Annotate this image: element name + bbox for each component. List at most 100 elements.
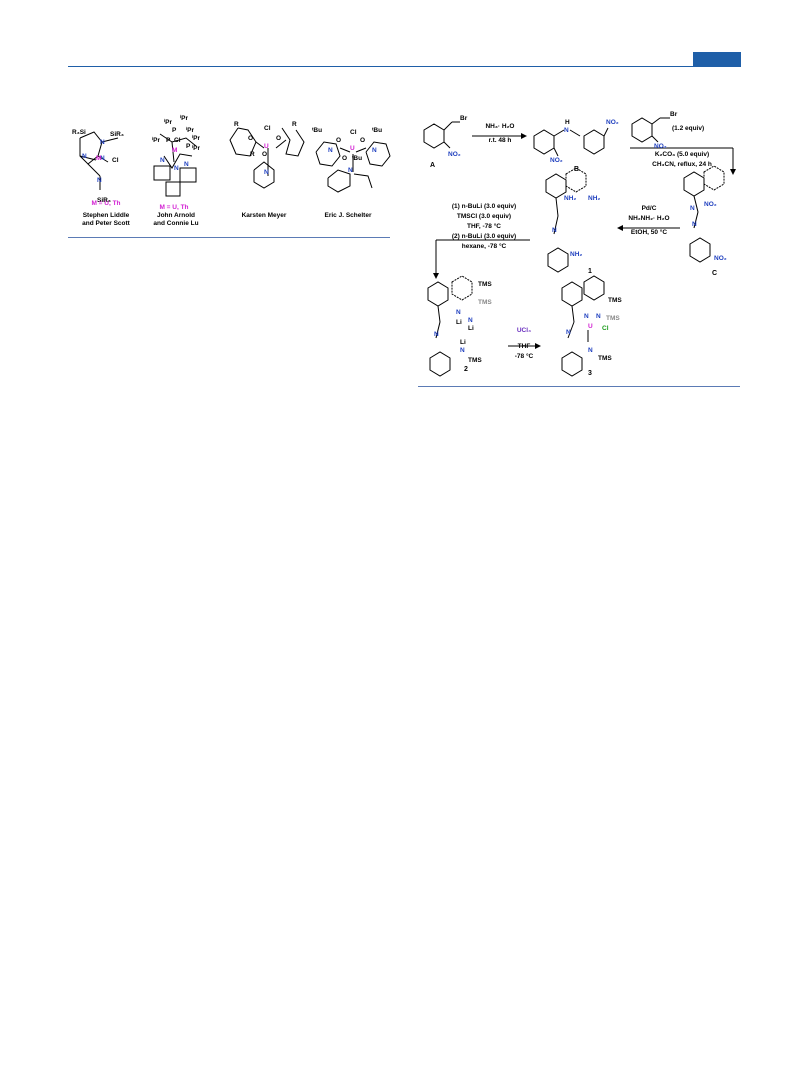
svg-text:N: N (690, 205, 695, 212)
svg-text:P: P (186, 143, 191, 150)
condition-line: (1) n-BuLi (3.0 equiv) (451, 203, 517, 210)
svg-text:N: N (564, 127, 569, 134)
svg-text:N: N (434, 331, 439, 338)
svg-text:N: N (692, 221, 697, 228)
compound-2-label: 2 (464, 366, 468, 373)
svg-text:N: N (97, 177, 102, 184)
svg-text:M: M (172, 147, 177, 154)
svg-text:Li: Li (456, 319, 462, 326)
svg-text:NH₂: NH₂ (564, 195, 576, 202)
svg-text:N: N (468, 317, 473, 324)
svg-text:R: R (234, 121, 239, 128)
compound-A-label: A (430, 162, 436, 169)
svg-text:ᵗBu: ᵗBu (352, 155, 362, 162)
svg-text:O: O (360, 137, 365, 144)
step4-conditions: (1) n-BuLi (3.0 equiv) TMSCl (3.0 equiv)… (434, 202, 534, 252)
svg-text:ⁱPr: ⁱPr (152, 135, 160, 144)
condition-line: K₂CO₃ (5.0 equiv) (654, 151, 710, 158)
complex2-metal-note: M = U, Th (159, 204, 189, 211)
svg-text:M: M (96, 155, 101, 162)
svg-text:TMS: TMS (606, 315, 620, 322)
svg-text:ⁱPr: ⁱPr (192, 133, 200, 142)
compound-3-label: 3 (588, 370, 592, 377)
svg-text:N: N (174, 165, 179, 172)
condition-line: NH₃· H₂O (485, 123, 515, 130)
condition-line: EtOH, 50 °C (630, 229, 668, 236)
step3-conditions: Pd/C NH₂NH₂· H₂O EtOH, 50 °C (616, 204, 682, 238)
step5-conditions: UCl₄ THF -78 °C (504, 326, 544, 362)
svg-text:N: N (584, 313, 589, 320)
svg-text:ⁱPr: ⁱPr (164, 117, 172, 126)
left-figure-rule (68, 237, 390, 238)
svg-text:Li: Li (468, 325, 474, 332)
svg-text:P: P (166, 137, 171, 144)
svg-text:U: U (588, 323, 593, 330)
svg-text:Cl: Cl (264, 125, 271, 132)
svg-text:NO₂: NO₂ (448, 151, 461, 158)
svg-text:R: R (292, 121, 297, 128)
compound-B-label: B (574, 166, 580, 173)
condition-line: (2) n-BuLi (3.0 equiv) (451, 233, 517, 240)
svg-text:ⁱPr: ⁱPr (192, 143, 200, 152)
svg-text:TMS: TMS (608, 297, 622, 304)
condition-line: TMSCl (3.0 equiv) (456, 213, 512, 220)
svg-text:R₃Si: R₃Si (72, 129, 86, 136)
svg-text:NO₂: NO₂ (606, 119, 619, 126)
svg-text:ⁱPr: ⁱPr (186, 125, 194, 134)
step5-reagent: UCl₄ (516, 327, 532, 334)
svg-text:N: N (596, 313, 601, 320)
complex3-caption: Karsten Meyer (241, 212, 287, 219)
complex4-caption: Eric J. Schelter (324, 212, 372, 219)
svg-text:N: N (184, 161, 189, 168)
complex1-metal-note: M = U, Th (91, 200, 121, 207)
condition-line: THF (517, 343, 531, 350)
svg-text:N: N (460, 347, 465, 354)
svg-text:ⁱPr: ⁱPr (180, 113, 188, 122)
svg-text:N: N (100, 155, 105, 162)
right-figure-rule (418, 386, 740, 387)
svg-text:N: N (328, 147, 333, 154)
svg-text:N: N (588, 347, 593, 354)
header-rule (68, 66, 741, 67)
svg-text:U: U (264, 143, 269, 150)
svg-text:O: O (276, 135, 281, 142)
svg-text:NO₂: NO₂ (654, 143, 667, 150)
svg-text:R: R (250, 151, 255, 158)
svg-text:O: O (262, 151, 267, 158)
step2-conditions: K₂CO₃ (5.0 equiv) CH₃CN, reflux, 24 h (634, 150, 730, 170)
svg-text:P: P (172, 127, 177, 134)
svg-text:Li: Li (460, 339, 466, 346)
svg-text:TMS: TMS (598, 355, 612, 362)
svg-text:SiR₃: SiR₃ (110, 131, 124, 138)
condition-line: Pd/C (641, 205, 657, 212)
caption-line: and Connie Lu (153, 220, 199, 227)
step1-conditions: NH₃· H₂O r.t. 48 h (470, 122, 530, 146)
svg-text:Br: Br (670, 111, 678, 118)
svg-text:Br: Br (460, 115, 468, 122)
condition-line: -78 °C (514, 353, 534, 360)
caption-line: Stephen Liddle (82, 212, 130, 219)
condition-line: CH₃CN, reflux, 24 h (652, 161, 712, 168)
svg-text:N: N (552, 227, 557, 234)
svg-text:ᵗBu: ᵗBu (312, 127, 322, 134)
svg-text:N: N (160, 157, 165, 164)
svg-text:Cl: Cl (602, 325, 609, 332)
step2-reagent-amount: (1.2 equiv) (672, 125, 705, 132)
svg-text:N: N (348, 167, 353, 174)
svg-text:ᵗBu: ᵗBu (372, 127, 382, 134)
svg-text:Cl: Cl (112, 157, 119, 164)
svg-text:H: H (565, 119, 570, 126)
complex2-caption: John Arnold and Connie Lu (138, 212, 214, 228)
svg-text:O: O (336, 137, 341, 144)
svg-text:TMS: TMS (478, 299, 492, 306)
condition-line: NH₂NH₂· H₂O (628, 215, 670, 222)
svg-text:NO₂: NO₂ (704, 201, 717, 208)
svg-text:N: N (372, 147, 377, 154)
condition-line: THF, -78 °C (466, 223, 502, 230)
svg-text:NH₂: NH₂ (588, 195, 600, 202)
svg-text:Cl: Cl (350, 129, 357, 136)
svg-text:NO₂: NO₂ (714, 255, 727, 262)
